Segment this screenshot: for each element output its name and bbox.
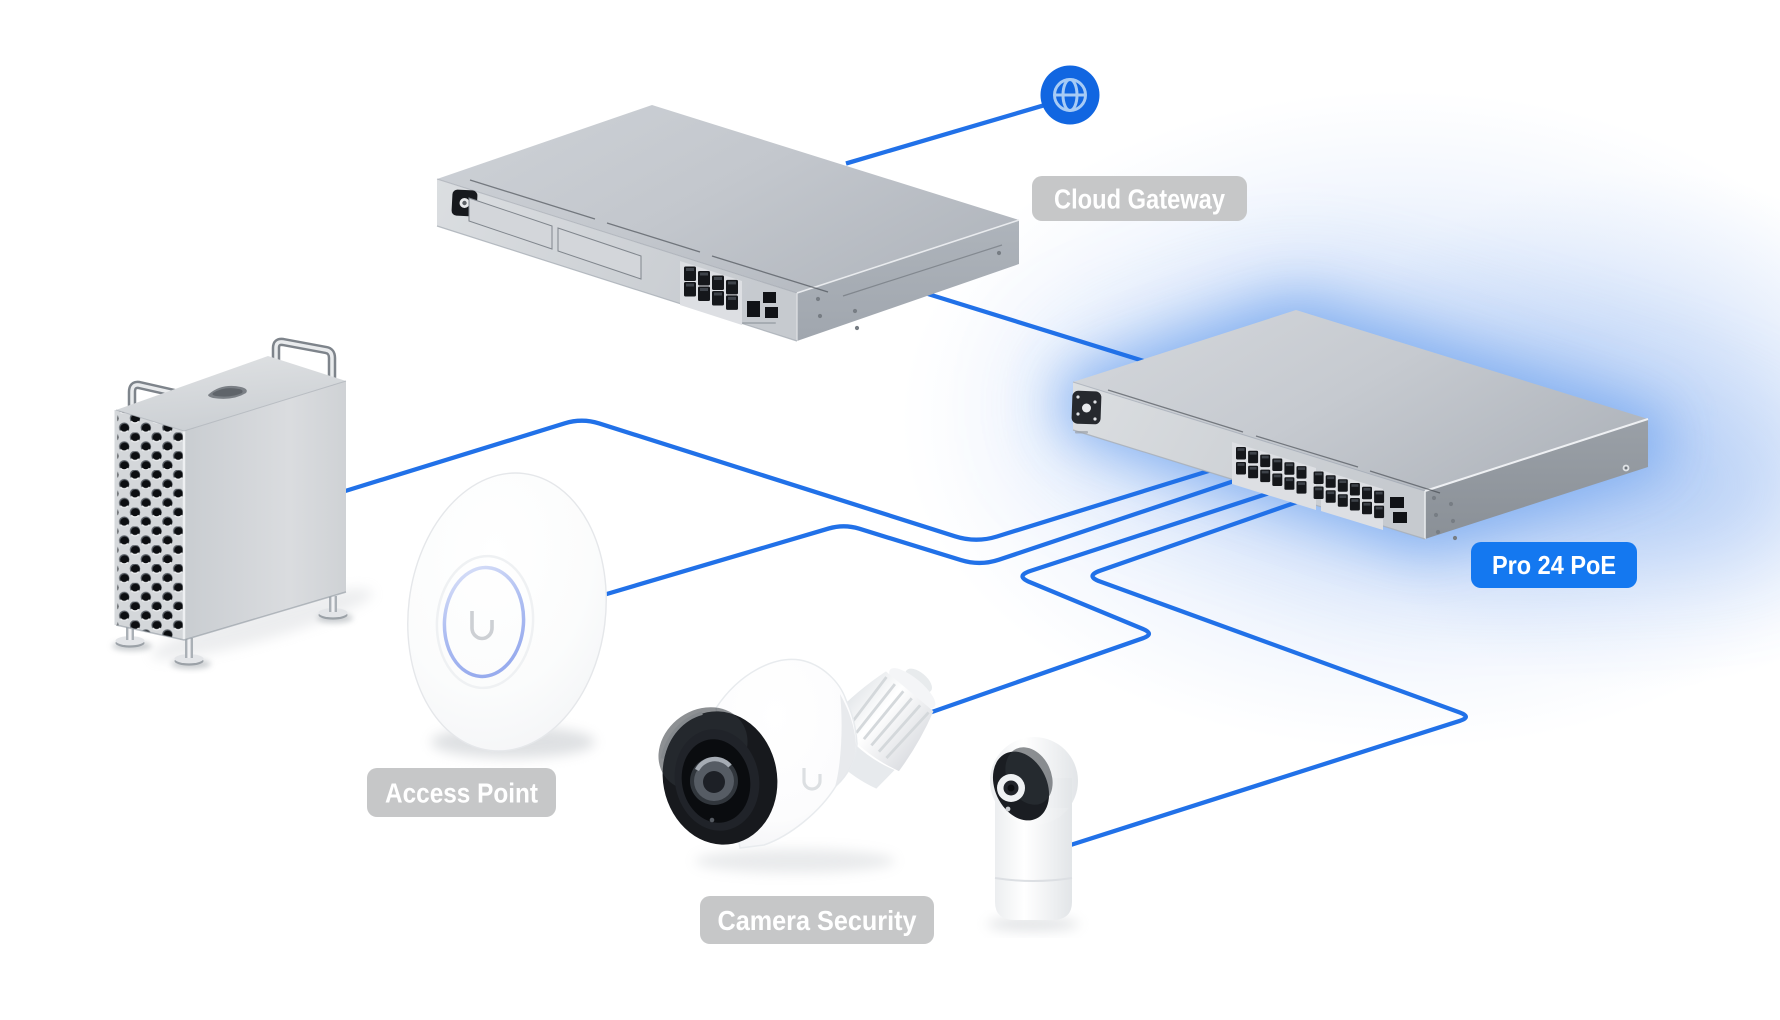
svg-text:Cloud Gateway: Cloud Gateway [1054, 183, 1225, 214]
svg-text:Camera Security: Camera Security [718, 905, 917, 936]
svg-text:Access Point: Access Point [385, 777, 538, 808]
svg-text:Pro 24 PoE: Pro 24 PoE [1492, 550, 1616, 580]
